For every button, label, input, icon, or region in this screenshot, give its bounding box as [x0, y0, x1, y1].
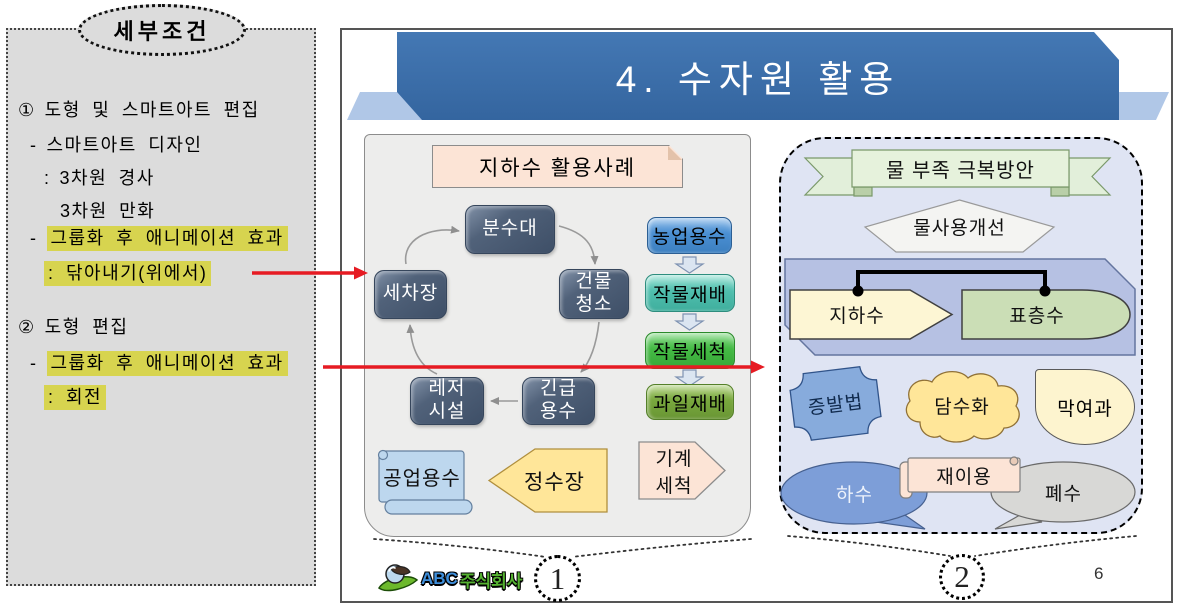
line-text: 3차원 만화	[60, 201, 156, 221]
cycle-node-building: 건물 청소	[559, 269, 629, 319]
sewage-label: 하수	[836, 484, 873, 506]
membrane-filtration-shape: 막여과	[1035, 369, 1135, 445]
logo-text-corp: 주식회사	[459, 571, 523, 591]
line-marker: ①	[18, 100, 36, 120]
flow-box-crop-grow: 작물재배	[645, 274, 735, 312]
slide-title: 4. 수자원 활용	[615, 59, 901, 100]
condition-line: 3차원 만화	[60, 197, 155, 223]
membrane-filtration-label: 막여과	[1057, 398, 1113, 420]
machine-wash-label: 기계 세척	[655, 448, 693, 497]
page-number: 6	[1094, 564, 1104, 583]
cycle-node-leisure: 레저 시설	[410, 377, 484, 425]
line-text: 3차원 경사	[59, 168, 155, 188]
condition-line: -그룹화 후 애니메이션 효과	[30, 349, 288, 376]
surface-water-label: 표층수	[1009, 306, 1065, 327]
line-text: 도형 편집	[44, 317, 129, 337]
highlighted-text: : 닦아내기(위에서)	[44, 261, 212, 286]
company-logo: ABC 주식회사	[377, 560, 522, 598]
logo-icon	[378, 564, 419, 592]
cycle-node-emergency: 긴급 용수	[522, 377, 595, 425]
condition-line: : 회전	[44, 383, 107, 410]
desalination-label: 담수화	[934, 397, 990, 418]
conditions-title: 세부조건	[113, 19, 211, 44]
badge-2-text: 2	[954, 559, 970, 594]
slide: 4. 수자원 활용	[340, 28, 1173, 603]
condition-line: : 닦아내기(위에서)	[44, 259, 212, 286]
slide-title-banner: 4. 수자원 활용	[397, 32, 1119, 120]
highlighted-text: 그룹화 후 애니메이션 효과	[46, 226, 288, 251]
cycle-node-fountain: 분수대	[465, 205, 555, 254]
shortage-banner-label: 물 부족 극복방안	[886, 160, 1035, 182]
groundwater-header-text: 지하수 활용사례	[478, 156, 637, 180]
badge-1-text: 1	[549, 560, 566, 596]
line-marker: -	[30, 228, 38, 248]
evaporation-label: 증발법	[806, 391, 865, 420]
condition-line: :3차원 경사	[44, 164, 155, 190]
improvement-label: 물사용개선	[913, 217, 1006, 239]
condition-line: -그룹화 후 애니메이션 효과	[30, 224, 288, 251]
line-text: 스마트아트 디자인	[46, 135, 203, 155]
section1-number-badge: 1	[534, 555, 581, 602]
line-marker: ②	[18, 317, 36, 337]
conditions-title-badge: 세부조건	[78, 4, 246, 56]
highlighted-text: 그룹화 후 애니메이션 효과	[46, 351, 288, 376]
flow-box-agriculture: 농업용수	[647, 217, 732, 254]
condition-line: ① 도형 및 스마트아트 편집	[18, 96, 260, 122]
condition-line: -스마트아트 디자인	[30, 131, 202, 157]
purification-plant-label: 정수장	[524, 470, 585, 494]
groundwater-label: 지하수	[829, 306, 885, 327]
wastewater-label: 폐수	[1045, 483, 1082, 505]
line-marker: -	[30, 135, 38, 155]
line-text: 도형 및 스마트아트 편집	[44, 100, 260, 120]
flow-box-crop-wash: 작물세척	[645, 332, 735, 369]
flow-box-fruit-grow: 과일재배	[646, 384, 734, 420]
highlighted-text: : 회전	[44, 385, 107, 410]
groundwater-header: 지하수 활용사례	[432, 145, 683, 188]
industrial-water-label: 공업용수	[383, 467, 461, 490]
badge-connector-lines	[373, 535, 1137, 558]
section2-number-badge: 2	[939, 554, 985, 600]
cycle-node-carwash: 세차장	[374, 270, 447, 319]
line-marker: -	[30, 353, 38, 373]
line-marker: :	[44, 168, 51, 188]
logo-text-abc: ABC	[421, 569, 458, 588]
condition-line: ② 도형 편집	[18, 313, 128, 339]
